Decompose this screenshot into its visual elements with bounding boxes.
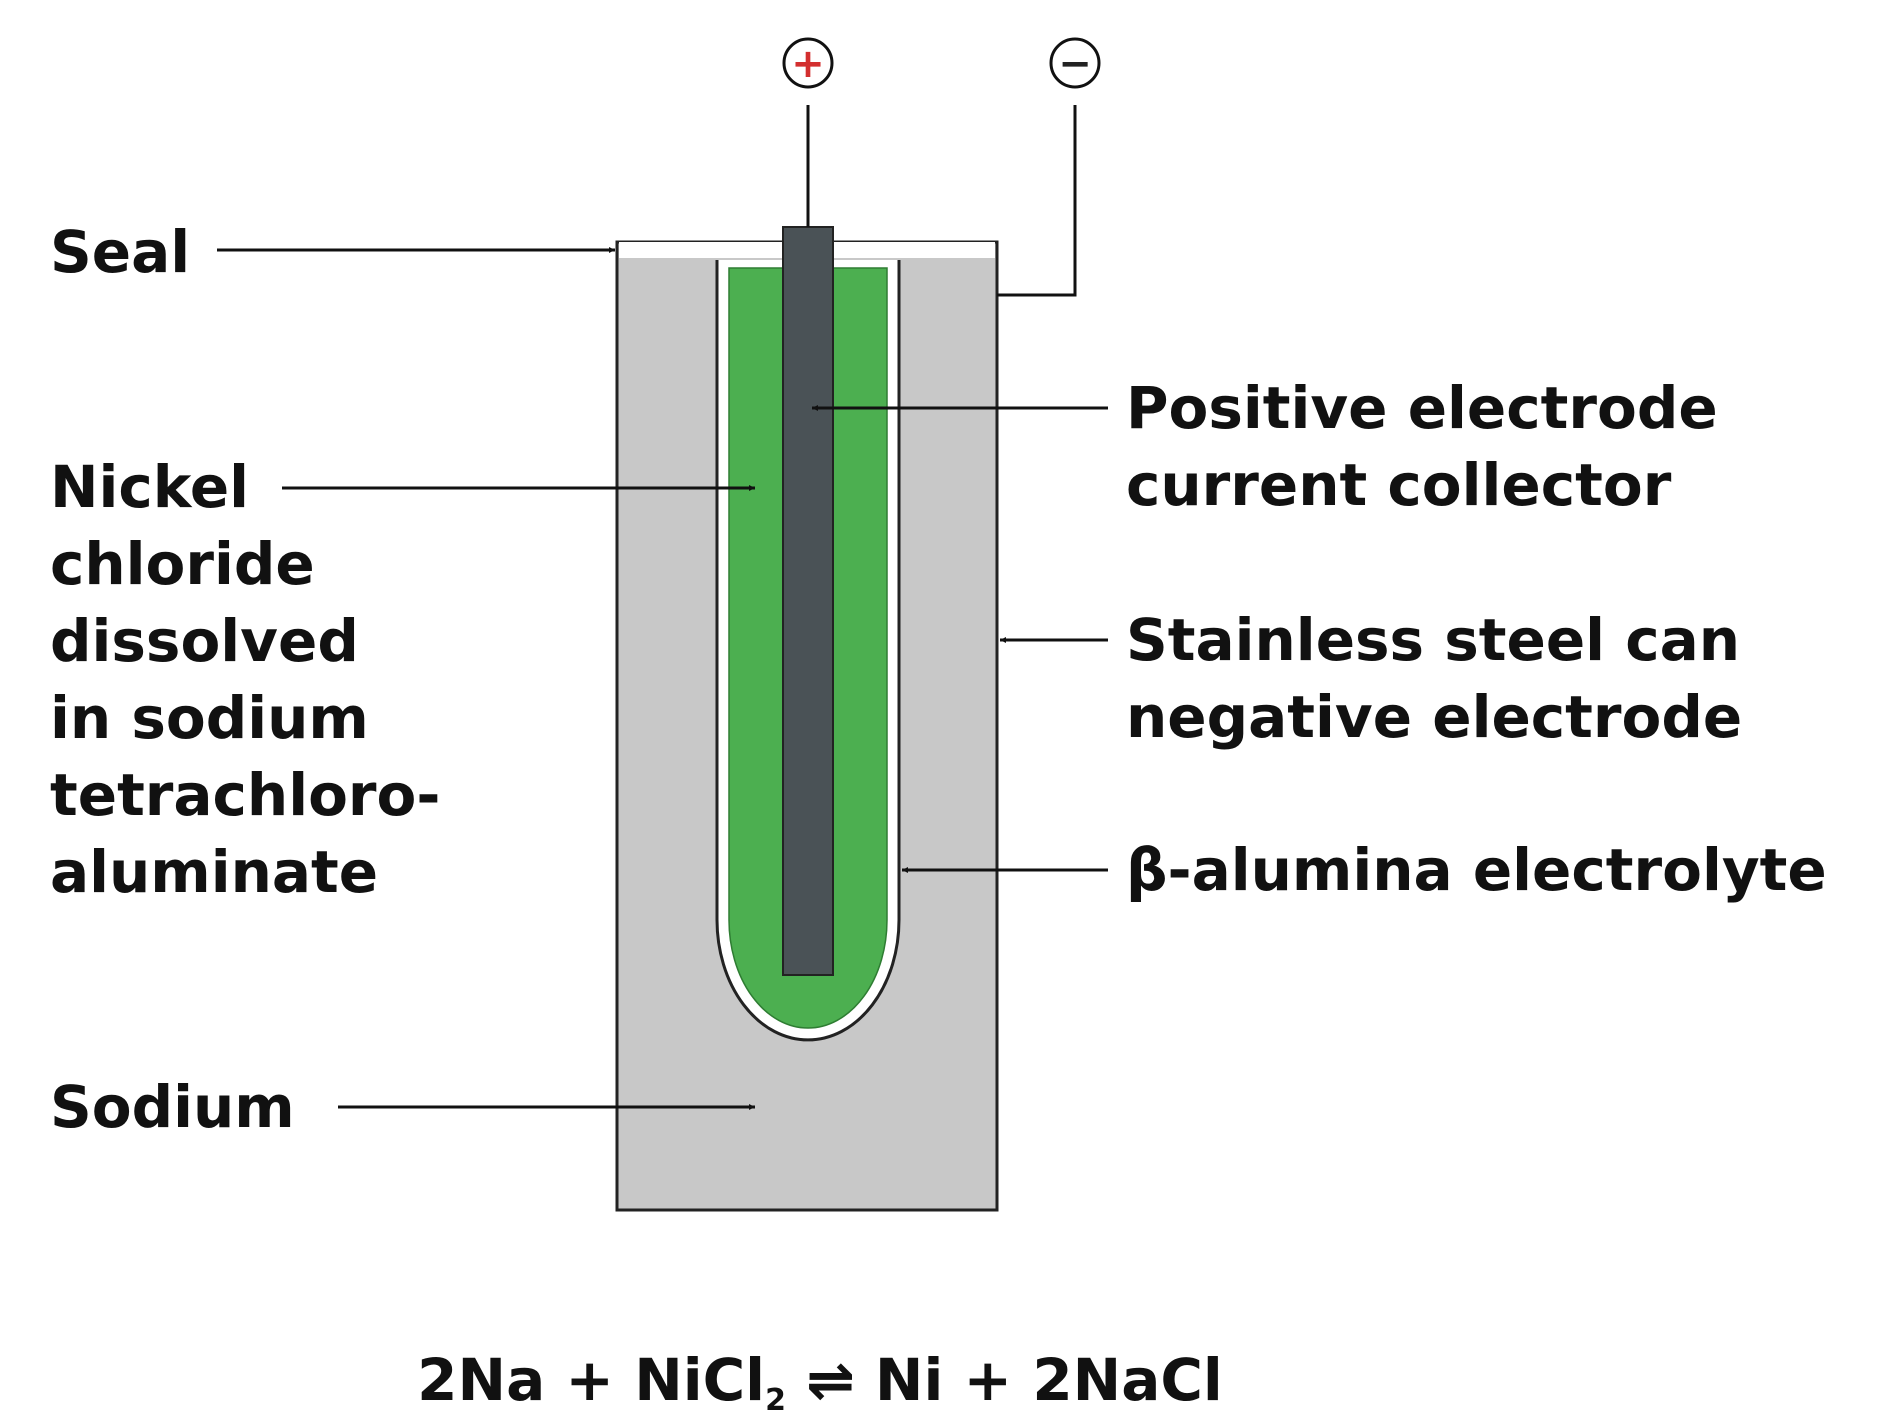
nickel-chloride-line: aluminate (50, 838, 378, 906)
positive-electrode-line: Positive electrode (1126, 374, 1718, 442)
positive-electrode-label: Positive electrode current collector (1126, 374, 1738, 519)
reaction-equation: 2Na + NiCl2 ⇌ Ni + 2NaCl (417, 1346, 1223, 1418)
sodium-label: Sodium (50, 1073, 295, 1141)
equation-arrow: ⇌ (786, 1346, 875, 1414)
positive-electrode-line: current collector (1126, 451, 1672, 519)
positive-terminal-icon: + (782, 37, 834, 89)
equation-subscript: 2 (765, 1383, 786, 1418)
seal-label: Seal (50, 218, 190, 286)
stainless-steel-line: negative electrode (1126, 683, 1742, 751)
nickel-chloride-label: Nickel chloride dissolved in sodium tetr… (50, 453, 461, 906)
nickel-chloride-line: chloride (50, 530, 315, 598)
negative-wire (997, 105, 1077, 297)
positive-symbol: + (791, 41, 825, 87)
nickel-chloride-line: in sodium (50, 684, 369, 752)
equation-right: Ni + 2NaCl (875, 1346, 1223, 1414)
nickel-chloride-line: dissolved (50, 607, 359, 675)
stainless-steel-line: Stainless steel can (1126, 606, 1740, 674)
negative-terminal-icon: − (1049, 37, 1101, 89)
beta-alumina-label: β-alumina electrolyte (1126, 836, 1827, 904)
nickel-chloride-line: tetrachloro- (50, 761, 440, 829)
equation-left: 2Na + NiCl (417, 1346, 765, 1414)
negative-symbol: − (1058, 41, 1092, 87)
positive-current-collector (782, 226, 834, 976)
stainless-steel-label: Stainless steel can negative electrode (1126, 606, 1760, 751)
nickel-chloride-line: Nickel (50, 453, 249, 521)
